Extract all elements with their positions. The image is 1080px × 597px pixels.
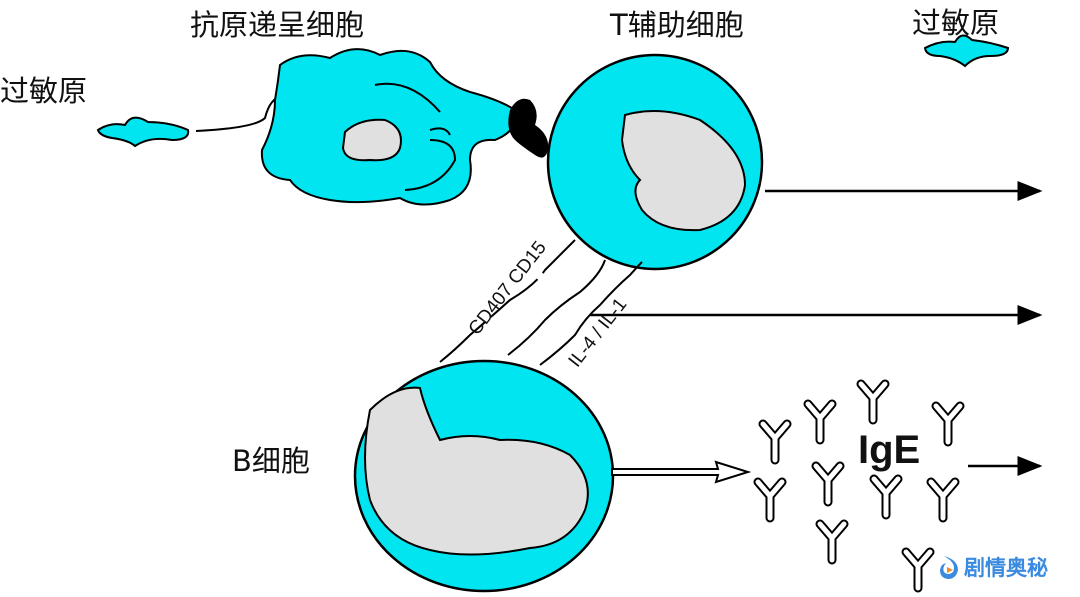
apc-membrane-fold bbox=[374, 82, 457, 191]
allergen-right-shape bbox=[923, 34, 1010, 68]
cd-band-left-edge bbox=[439, 239, 576, 363]
cd-band-right-edge bbox=[507, 259, 606, 356]
ige-antibodies bbox=[758, 384, 960, 588]
apc-label: 抗原递呈细胞 bbox=[190, 8, 365, 42]
ige-antibody-icon bbox=[808, 404, 832, 440]
ige-antibody-icon bbox=[816, 466, 840, 502]
b-cell-label: B细胞 bbox=[232, 444, 310, 478]
ige-antibody-icon bbox=[763, 424, 787, 460]
watermark: 剧情奥秘 bbox=[938, 552, 1048, 582]
ige-antibody-icon bbox=[820, 524, 844, 560]
watermark-text: 剧情奥秘 bbox=[964, 556, 1048, 580]
allergen-connector-line bbox=[195, 95, 283, 132]
ige-antibody-icon bbox=[874, 479, 898, 515]
ige-antibody-icon bbox=[861, 384, 885, 420]
t-helper-label: T辅助细胞 bbox=[610, 8, 744, 42]
b-cell-secretion-arrow bbox=[611, 460, 752, 484]
ige-label: IgE bbox=[858, 428, 921, 472]
mhc-receptor-complex bbox=[508, 98, 549, 158]
apc-nucleus bbox=[341, 118, 402, 162]
ige-antibody-icon bbox=[931, 482, 955, 518]
allergen-left-shape bbox=[96, 116, 190, 148]
t-cell-nucleus bbox=[620, 110, 747, 232]
ige-antibody-icon bbox=[936, 406, 960, 442]
ige-antibody-icon bbox=[906, 552, 930, 588]
play-swirl-logo-icon bbox=[940, 556, 958, 579]
allergen-right-label: 过敏原 bbox=[912, 6, 1000, 40]
b-cell-nucleus bbox=[364, 386, 589, 556]
il-band-right-edge bbox=[539, 261, 643, 366]
ige-antibody-icon bbox=[758, 482, 782, 518]
allergen-left-label: 过敏原 bbox=[0, 74, 88, 108]
